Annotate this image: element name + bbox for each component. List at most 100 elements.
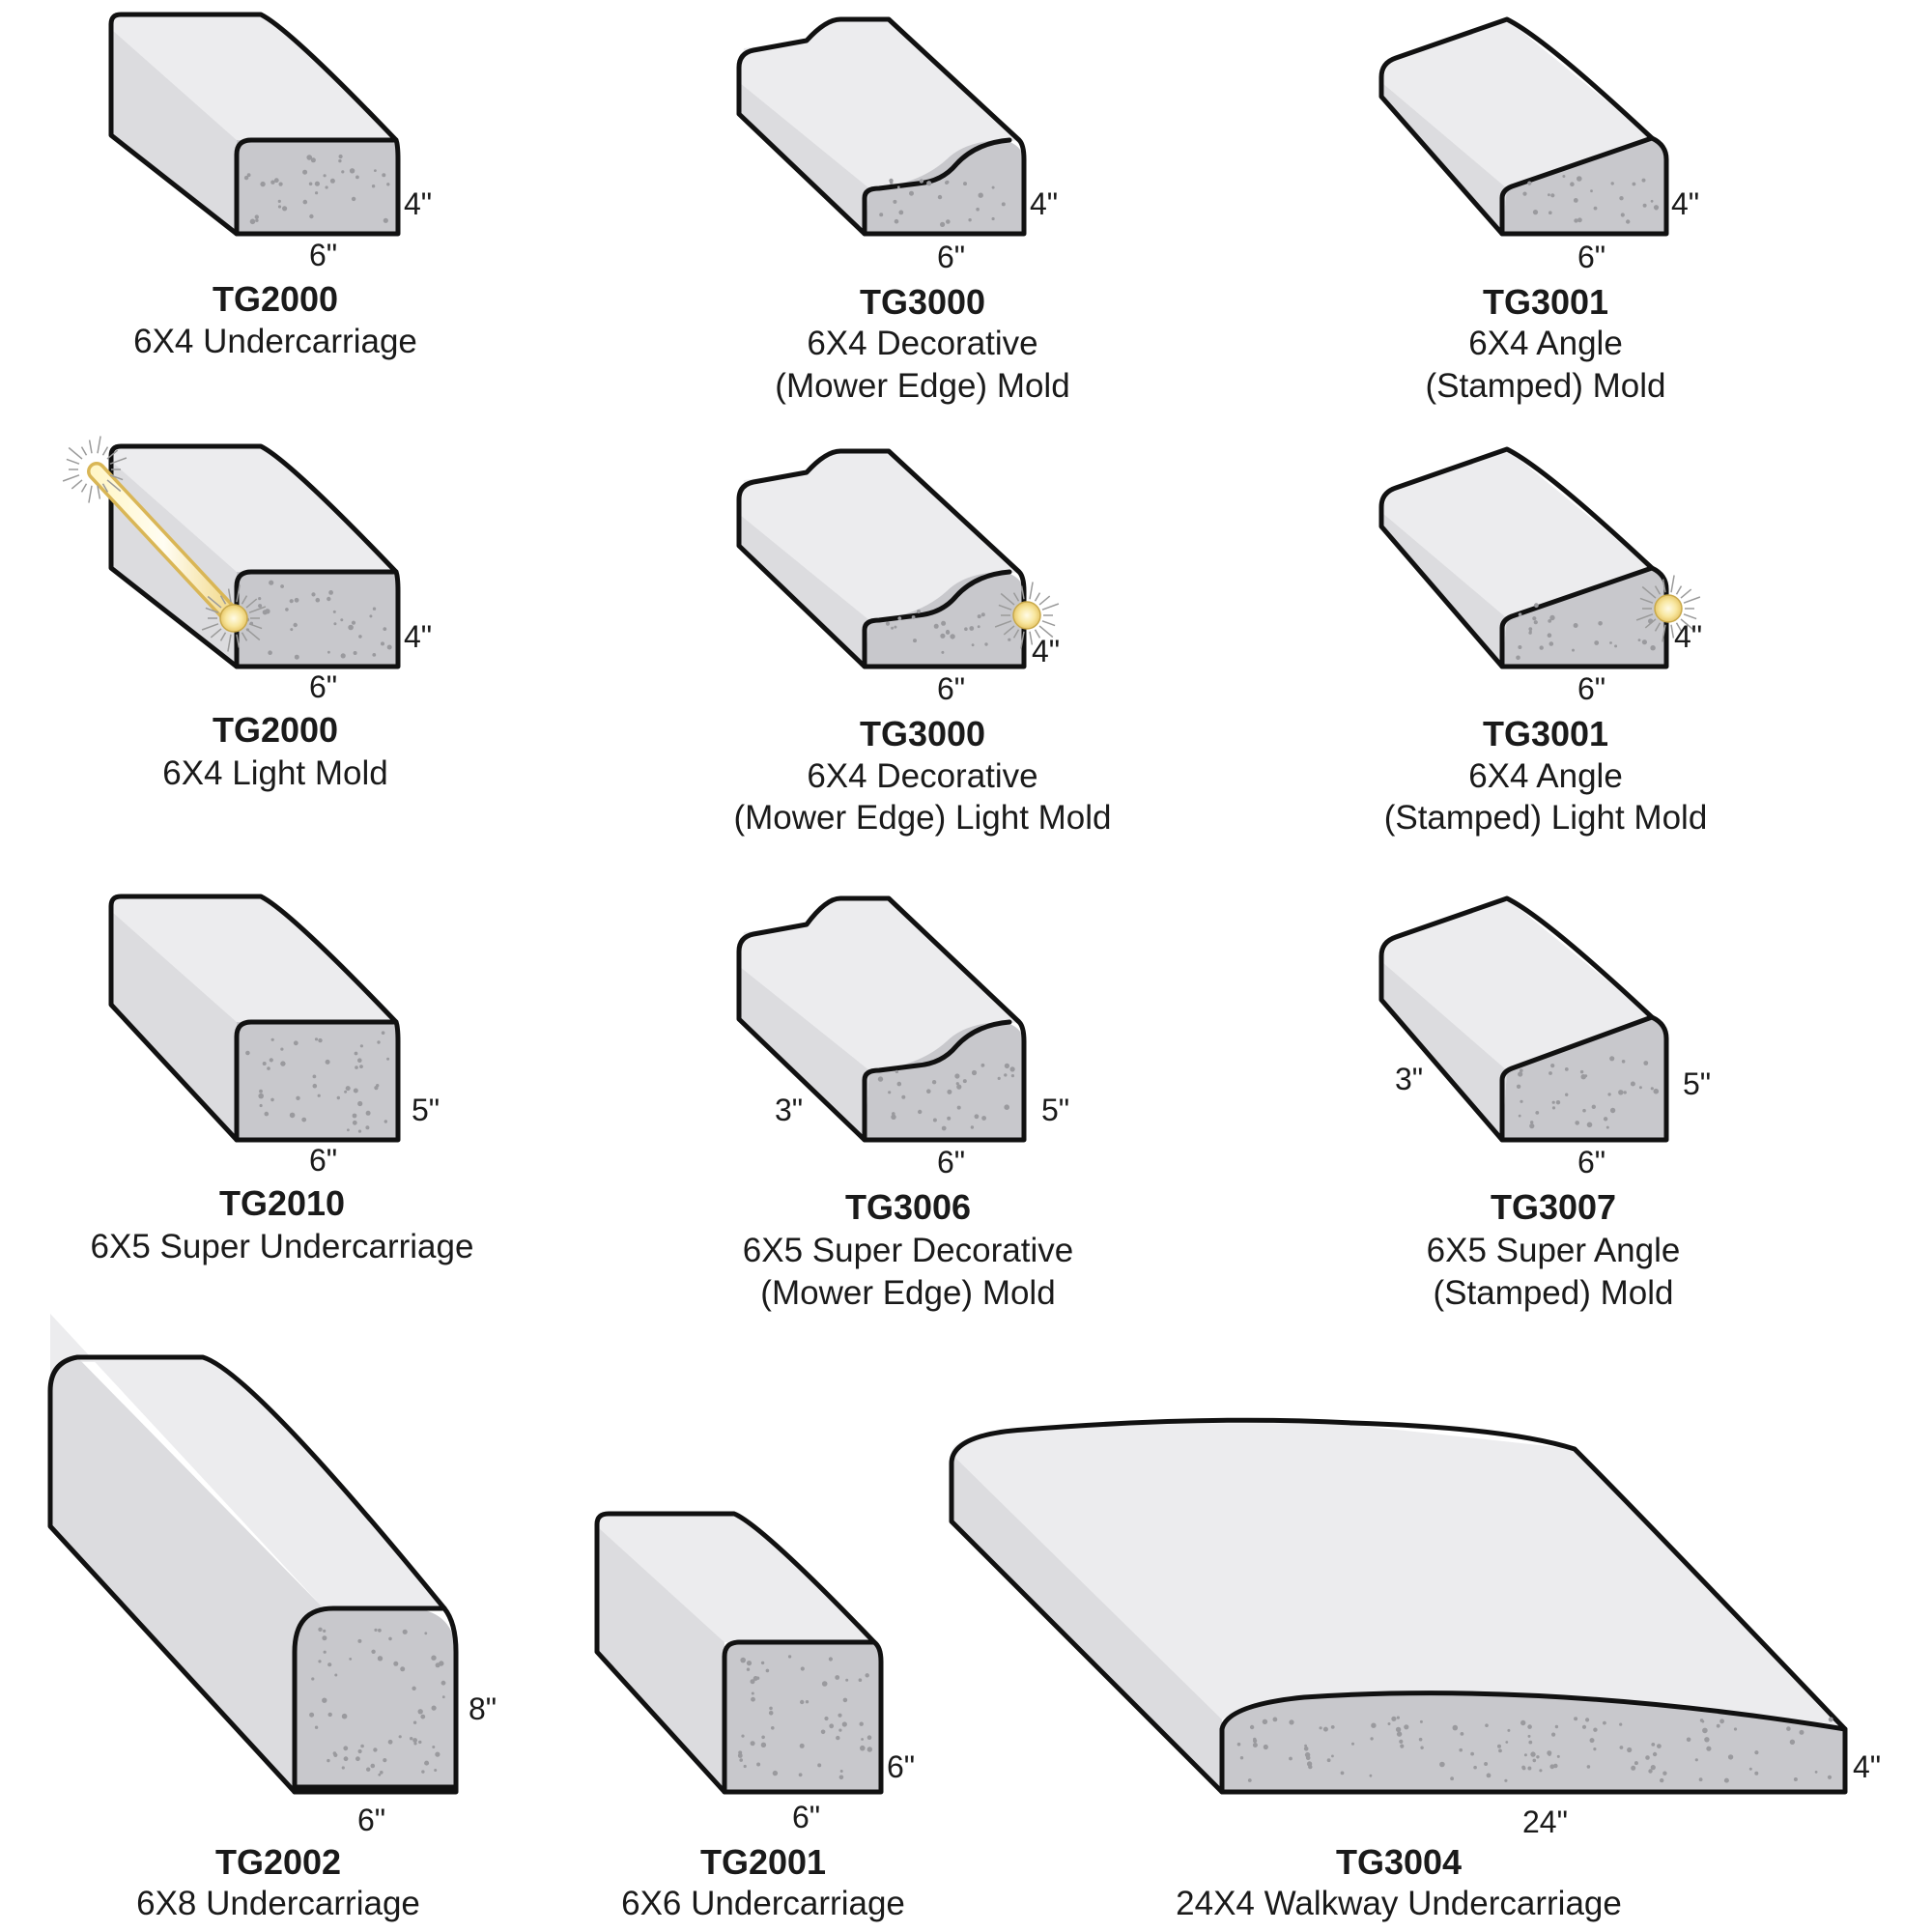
light-ray	[1639, 597, 1654, 604]
concrete-speckle	[1289, 1756, 1293, 1761]
concrete-speckle	[246, 173, 251, 178]
light-ray	[236, 584, 241, 603]
concrete-speckle	[315, 191, 319, 195]
width-label: 6"	[1577, 671, 1605, 706]
concrete-speckle	[888, 1091, 892, 1094]
concrete-speckle	[1650, 645, 1656, 651]
concrete-speckle	[327, 1712, 332, 1718]
concrete-speckle	[341, 1713, 348, 1719]
concrete-speckle	[799, 1743, 805, 1748]
product-description-line-2: (Mower Edge) Mold	[775, 367, 1069, 405]
concrete-speckle	[285, 608, 289, 611]
concrete-speckle	[932, 1118, 937, 1122]
concrete-speckle	[756, 1762, 761, 1767]
concrete-speckle	[1521, 1765, 1525, 1770]
concrete-speckle	[1473, 1765, 1477, 1770]
concrete-speckle	[772, 1770, 779, 1776]
concrete-speckle	[911, 615, 916, 619]
concrete-speckle	[259, 1089, 263, 1094]
concrete-speckle	[1548, 211, 1552, 214]
light-ray	[236, 634, 241, 648]
concrete-speckle	[314, 1037, 319, 1041]
concrete-speckle	[867, 1747, 872, 1752]
concrete-speckle	[945, 181, 949, 185]
concrete-speckle	[370, 1763, 376, 1769]
concrete-speckle	[421, 1770, 425, 1774]
concrete-speckle	[318, 1627, 323, 1633]
product-description-line-2: (Stamped) Mold	[1434, 1274, 1674, 1312]
product-description-line-2: (Mower Edge) Mold	[760, 1274, 1055, 1312]
concrete-speckle	[1632, 182, 1636, 186]
concrete-speckle	[314, 1725, 319, 1729]
concrete-speckle	[280, 1061, 286, 1066]
concrete-speckle	[1551, 1732, 1556, 1737]
concrete-speckle	[1262, 1719, 1268, 1725]
concrete-speckle	[369, 614, 373, 618]
concrete-speckle	[1650, 1765, 1656, 1771]
concrete-speckle	[1637, 639, 1641, 641]
light-ray	[80, 446, 88, 456]
concrete-speckle	[322, 1635, 327, 1641]
concrete-speckle	[325, 185, 328, 189]
concrete-speckle	[1548, 619, 1552, 623]
concrete-speckle	[1530, 1121, 1534, 1124]
concrete-speckle	[1370, 1737, 1374, 1741]
concrete-speckle	[1497, 1744, 1501, 1748]
concrete-speckle	[991, 216, 995, 221]
light-ray	[109, 474, 124, 481]
concrete-speckle	[940, 633, 946, 639]
curb-shape	[108, 443, 401, 669]
concrete-speckle	[343, 1746, 349, 1751]
concrete-speckle	[838, 1775, 844, 1780]
concrete-speckle	[412, 1720, 417, 1724]
concrete-speckle	[1247, 1778, 1252, 1782]
concrete-speckle	[956, 1084, 962, 1090]
light-ray	[101, 483, 109, 493]
light-ray	[1034, 592, 1041, 602]
concrete-speckle	[381, 641, 384, 646]
concrete-speckle	[740, 1657, 746, 1663]
product-description-line-2: (Stamped) Mold	[1426, 367, 1666, 405]
concrete-speckle	[1534, 603, 1539, 609]
height-label: 4"	[1030, 186, 1058, 221]
concrete-speckle	[1551, 1106, 1556, 1110]
concrete-speckle	[1555, 1100, 1561, 1105]
width-label: 6"	[1577, 240, 1605, 274]
concrete-speckle	[1655, 207, 1659, 211]
concrete-speckle	[1593, 1747, 1597, 1751]
product-description-line-2: (Stamped) Light Mold	[1384, 799, 1708, 837]
product-tg2001-undercarriage: 6" 6" TG2001 6X6 Undercarriage	[594, 1511, 915, 1922]
concrete-speckle	[1529, 630, 1532, 634]
product-tg2010-super-undercarriage: 5" 6" TG2010 6X5 Super Undercarriage	[91, 894, 473, 1265]
concrete-speckle	[270, 180, 275, 185]
concrete-speckle	[1520, 1068, 1523, 1072]
light-ray	[88, 440, 93, 454]
concrete-speckle	[1536, 1755, 1540, 1759]
concrete-speckle	[355, 1756, 360, 1762]
concrete-speckle	[410, 1737, 413, 1741]
concrete-speckle	[1603, 1117, 1608, 1122]
concrete-speckle	[977, 625, 980, 629]
concrete-speckle	[357, 1638, 362, 1643]
concrete-speckle	[293, 622, 298, 628]
concrete-speckle	[760, 1661, 765, 1665]
concrete-speckle	[1369, 1774, 1373, 1777]
concrete-speckle	[1460, 1732, 1464, 1736]
concrete-speckle	[1554, 1724, 1559, 1729]
width-label: 6"	[937, 240, 965, 274]
concrete-speckle	[431, 1655, 437, 1661]
concrete-speckle	[1470, 1751, 1474, 1756]
product-description-line-1: 6X5 Super Decorative	[743, 1232, 1073, 1269]
concrete-speckle	[289, 1112, 296, 1119]
concrete-speckle	[327, 1662, 332, 1667]
concrete-speckle	[1522, 191, 1527, 196]
product-tg3001-angle: 4" 6" TG3001 6X4 Angle (Stamped) Mold	[1378, 16, 1699, 405]
concrete-speckle	[348, 624, 354, 631]
concrete-speckle	[1549, 1764, 1555, 1770]
concrete-speckle	[1308, 1764, 1313, 1770]
concrete-speckle	[1648, 1769, 1653, 1774]
concrete-speckle	[746, 1661, 753, 1666]
product-code: TG3006	[845, 1187, 971, 1227]
light-ray	[1034, 629, 1041, 639]
